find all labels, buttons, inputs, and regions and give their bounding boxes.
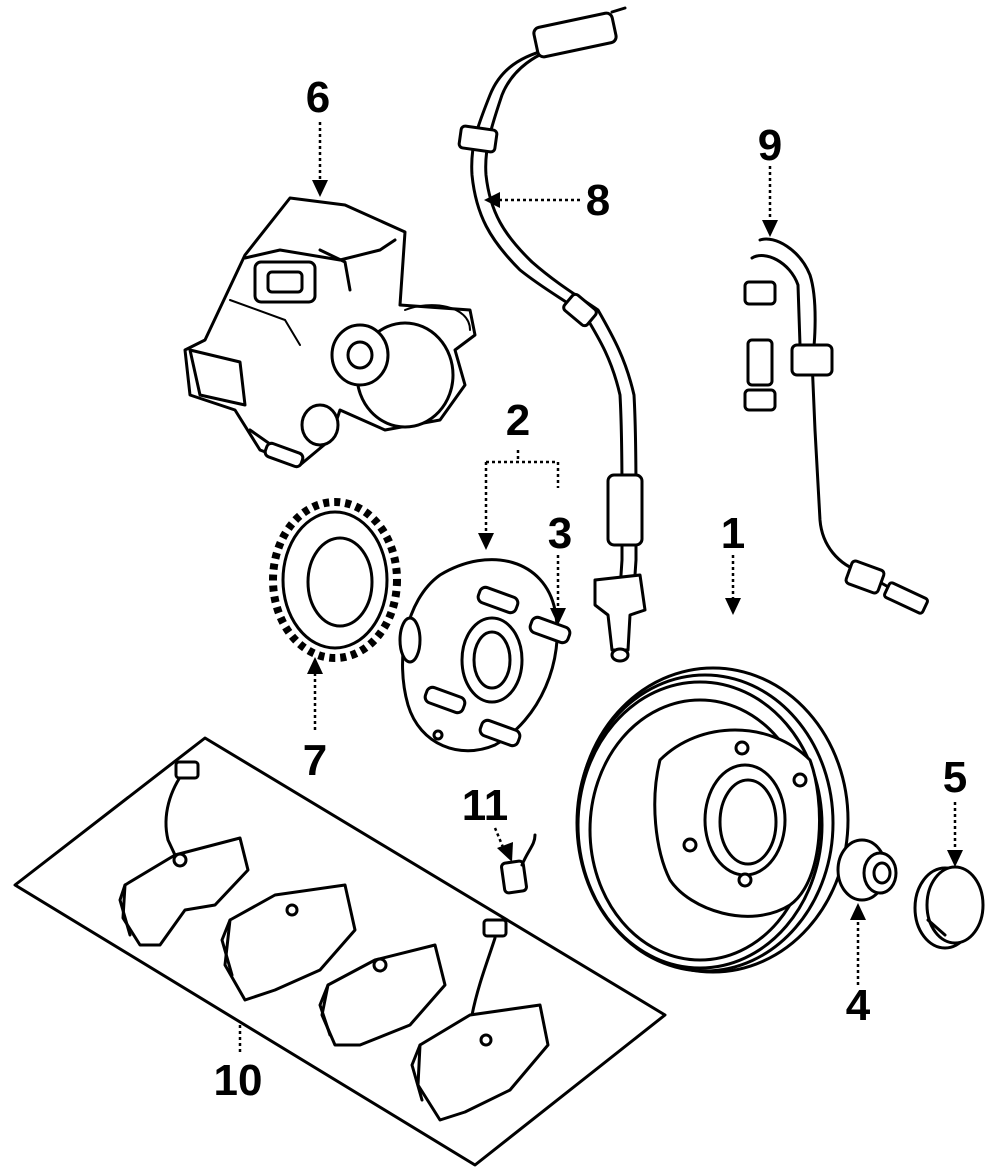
callout-6: 6 xyxy=(306,73,330,122)
callout-9: 9 xyxy=(758,121,782,170)
callout-11: 11 xyxy=(462,781,509,830)
abs-sensor xyxy=(457,6,647,663)
leader-lines xyxy=(238,122,963,1052)
callout-4: 4 xyxy=(846,981,871,1030)
callout-1: 1 xyxy=(721,509,745,558)
hub-nut xyxy=(836,838,898,902)
brake-rotor xyxy=(575,666,850,974)
tone-ring xyxy=(269,498,401,662)
callout-5: 5 xyxy=(943,753,967,802)
callout-3: 3 xyxy=(548,509,572,558)
brake-caliper xyxy=(183,196,477,469)
wheel-hub xyxy=(398,558,572,753)
callout-2: 2 xyxy=(506,396,530,445)
brake-hose xyxy=(743,237,929,615)
dust-cap xyxy=(913,865,985,950)
wear-sensor xyxy=(500,833,537,895)
callout-labels: 1 2 3 4 5 6 7 8 9 10 11 xyxy=(214,73,968,1105)
callout-8: 8 xyxy=(586,176,610,225)
brake-pad-kit xyxy=(13,736,667,1167)
callout-10: 10 xyxy=(214,1056,263,1105)
callout-7: 7 xyxy=(303,736,327,785)
